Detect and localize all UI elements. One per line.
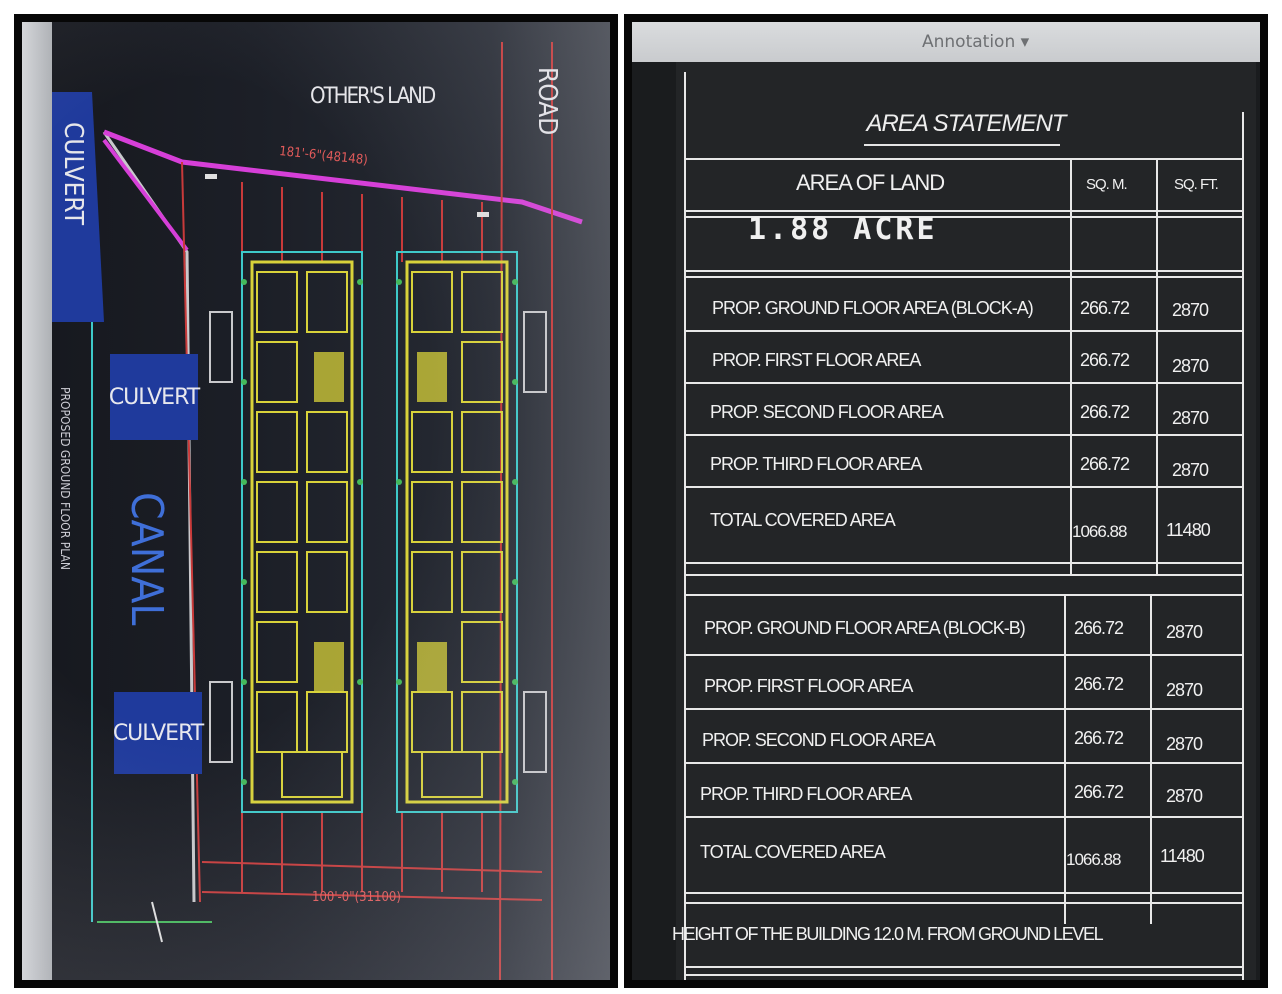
- cad-canvas-background: [22, 22, 610, 980]
- block-a-row-sqm: 266.72: [1080, 350, 1130, 370]
- table-rule: [684, 210, 1244, 212]
- area-statement-table: AREA STATEMENT AREA OF LAND SQ. M. SQ. F…: [672, 62, 1256, 980]
- area-statement-title: AREA STATEMENT: [866, 110, 1067, 137]
- table-rule: [684, 562, 1244, 564]
- bottom-dimension-line: [201, 891, 543, 901]
- table-rule: [684, 594, 1244, 596]
- site-plan-drawing[interactable]: [22, 22, 610, 980]
- block-a-row-sqft: 2870: [1172, 300, 1209, 320]
- block-a-total-label: TOTAL COVERED AREA: [710, 510, 896, 530]
- dimension-ticks-bottom: [241, 812, 483, 892]
- block-b-row-sqm: 266.72: [1074, 618, 1124, 638]
- header-area-of-land: AREA OF LAND: [796, 170, 945, 195]
- table-rule: [684, 816, 1244, 818]
- parking-boxes: [209, 311, 547, 773]
- table-rule: [684, 708, 1244, 710]
- block-a-row-sqm: 266.72: [1080, 454, 1130, 474]
- culvert-strip: [52, 92, 104, 322]
- table-rule: [684, 382, 1244, 384]
- boundary-line-top: [103, 129, 583, 225]
- table-rule: [684, 434, 1244, 436]
- block-b-row-sqm: 266.72: [1074, 782, 1124, 802]
- table-rule: [684, 158, 1244, 160]
- block-b-row-label: PROP. GROUND FLOOR AREA (BLOCK-B): [704, 618, 1026, 638]
- block-b-total-sqft: 11480: [1160, 846, 1205, 866]
- block-b-row-sqft: 2870: [1166, 786, 1203, 806]
- canal-label: CANAL: [121, 492, 172, 626]
- table-rule: [684, 276, 1244, 278]
- block-a-row-sqft: 2870: [1172, 356, 1209, 376]
- header-sqft: SQ. FT.: [1174, 176, 1219, 193]
- cad-side-ruler: [22, 22, 52, 980]
- boundary-line-diagonal: [102, 138, 189, 252]
- block-b-row-label: PROP. THIRD FLOOR AREA: [700, 784, 912, 804]
- annotation-dropdown[interactable]: Annotation ▾: [922, 32, 1030, 52]
- culvert-bottom-label: CULVERT: [112, 720, 204, 746]
- bottom-boundary-line: [201, 861, 543, 873]
- header-sqm: SQ. M.: [1086, 176, 1128, 193]
- land-area-value: 1.88 ACRE: [748, 212, 938, 247]
- title-underline: [864, 144, 1060, 146]
- col-divider-sqft: [1156, 158, 1158, 574]
- block-b-row-sqm: 266.72: [1074, 674, 1124, 694]
- building-block-b[interactable]: [396, 251, 518, 813]
- block-b-row-sqft: 2870: [1166, 680, 1203, 700]
- building-height-note: HEIGHT OF THE BUILDING 12.0 M. FROM GROU…: [672, 924, 1104, 944]
- block-a-total-sqm: 1066.88: [1072, 522, 1127, 541]
- block-a-row-label: PROP. SECOND FLOOR AREA: [710, 402, 944, 422]
- column-markers: [241, 279, 518, 785]
- culvert-top-label: CULVERT: [58, 122, 88, 226]
- table-rule: [684, 216, 1244, 218]
- block-a-row-sqm: 266.72: [1080, 298, 1130, 318]
- survey-mark: [151, 901, 163, 943]
- annotation-toolbar[interactable]: Annotation ▾: [632, 22, 1260, 62]
- table-rule: [684, 966, 1244, 968]
- block-a-row-label: PROP. FIRST FLOOR AREA: [712, 350, 921, 370]
- area-statement-panel: Annotation ▾ AREA STATEMENT AREA OF LAND…: [624, 14, 1268, 988]
- red-setback-line: [181, 161, 201, 903]
- table-rule: [684, 330, 1244, 332]
- culvert-bottom-box: CULVERT: [112, 692, 204, 774]
- table-rule: [684, 892, 1244, 894]
- culvert-mid-box: CULVERT: [108, 354, 200, 440]
- block-a-row-sqft: 2870: [1172, 460, 1209, 480]
- table-border-right: [1242, 112, 1244, 980]
- marker: [477, 212, 489, 217]
- table-rule: [684, 486, 1244, 488]
- block-a-row-label: PROP. GROUND FLOOR AREA (BLOCK-A): [712, 298, 1034, 318]
- block-b-total-sqm: 1066.88: [1066, 850, 1121, 869]
- block-a-row-sqft: 2870: [1172, 408, 1209, 428]
- table-rule: [684, 762, 1244, 764]
- block-a-total-sqft: 11480: [1166, 520, 1211, 540]
- block-b-row-sqft: 2870: [1166, 622, 1203, 642]
- table-rule: [684, 654, 1244, 656]
- boundary-line-left: [102, 131, 196, 903]
- culvert-mid-label: CULVERT: [108, 384, 200, 410]
- building-block-a[interactable]: [241, 251, 363, 813]
- col-divider-sqm-b: [1064, 594, 1066, 924]
- block-b-row-sqm: 266.72: [1074, 728, 1124, 748]
- others-land-label: OTHER'S LAND: [310, 84, 436, 109]
- block-b-row-sqft: 2870: [1166, 734, 1203, 754]
- table-border-left: [684, 72, 686, 980]
- table-rule: [684, 574, 1244, 576]
- road-label: ROAD: [532, 67, 562, 136]
- block-b-total-label: TOTAL COVERED AREA: [700, 842, 886, 862]
- col-divider-sqft-b: [1150, 594, 1152, 924]
- side-caption-label: PROPOSED GROUND FLOOR PLAN: [58, 387, 72, 570]
- block-b-row-label: PROP. SECOND FLOOR AREA: [702, 730, 936, 750]
- block-a-row-label: PROP. THIRD FLOOR AREA: [710, 454, 922, 474]
- bottom-dimension-label: 100'-0"(31100): [312, 890, 401, 905]
- table-rule: [684, 974, 1244, 976]
- col-divider-sqm: [1070, 158, 1072, 574]
- block-b-row-label: PROP. FIRST FLOOR AREA: [704, 676, 913, 696]
- table-rule: [684, 902, 1244, 904]
- site-plan-panel: OTHER'S LAND ROAD 181'-6"(48148) 100'-0"…: [14, 14, 618, 988]
- marker: [205, 174, 217, 179]
- block-a-row-sqm: 266.72: [1080, 402, 1130, 422]
- table-rule: [684, 270, 1244, 272]
